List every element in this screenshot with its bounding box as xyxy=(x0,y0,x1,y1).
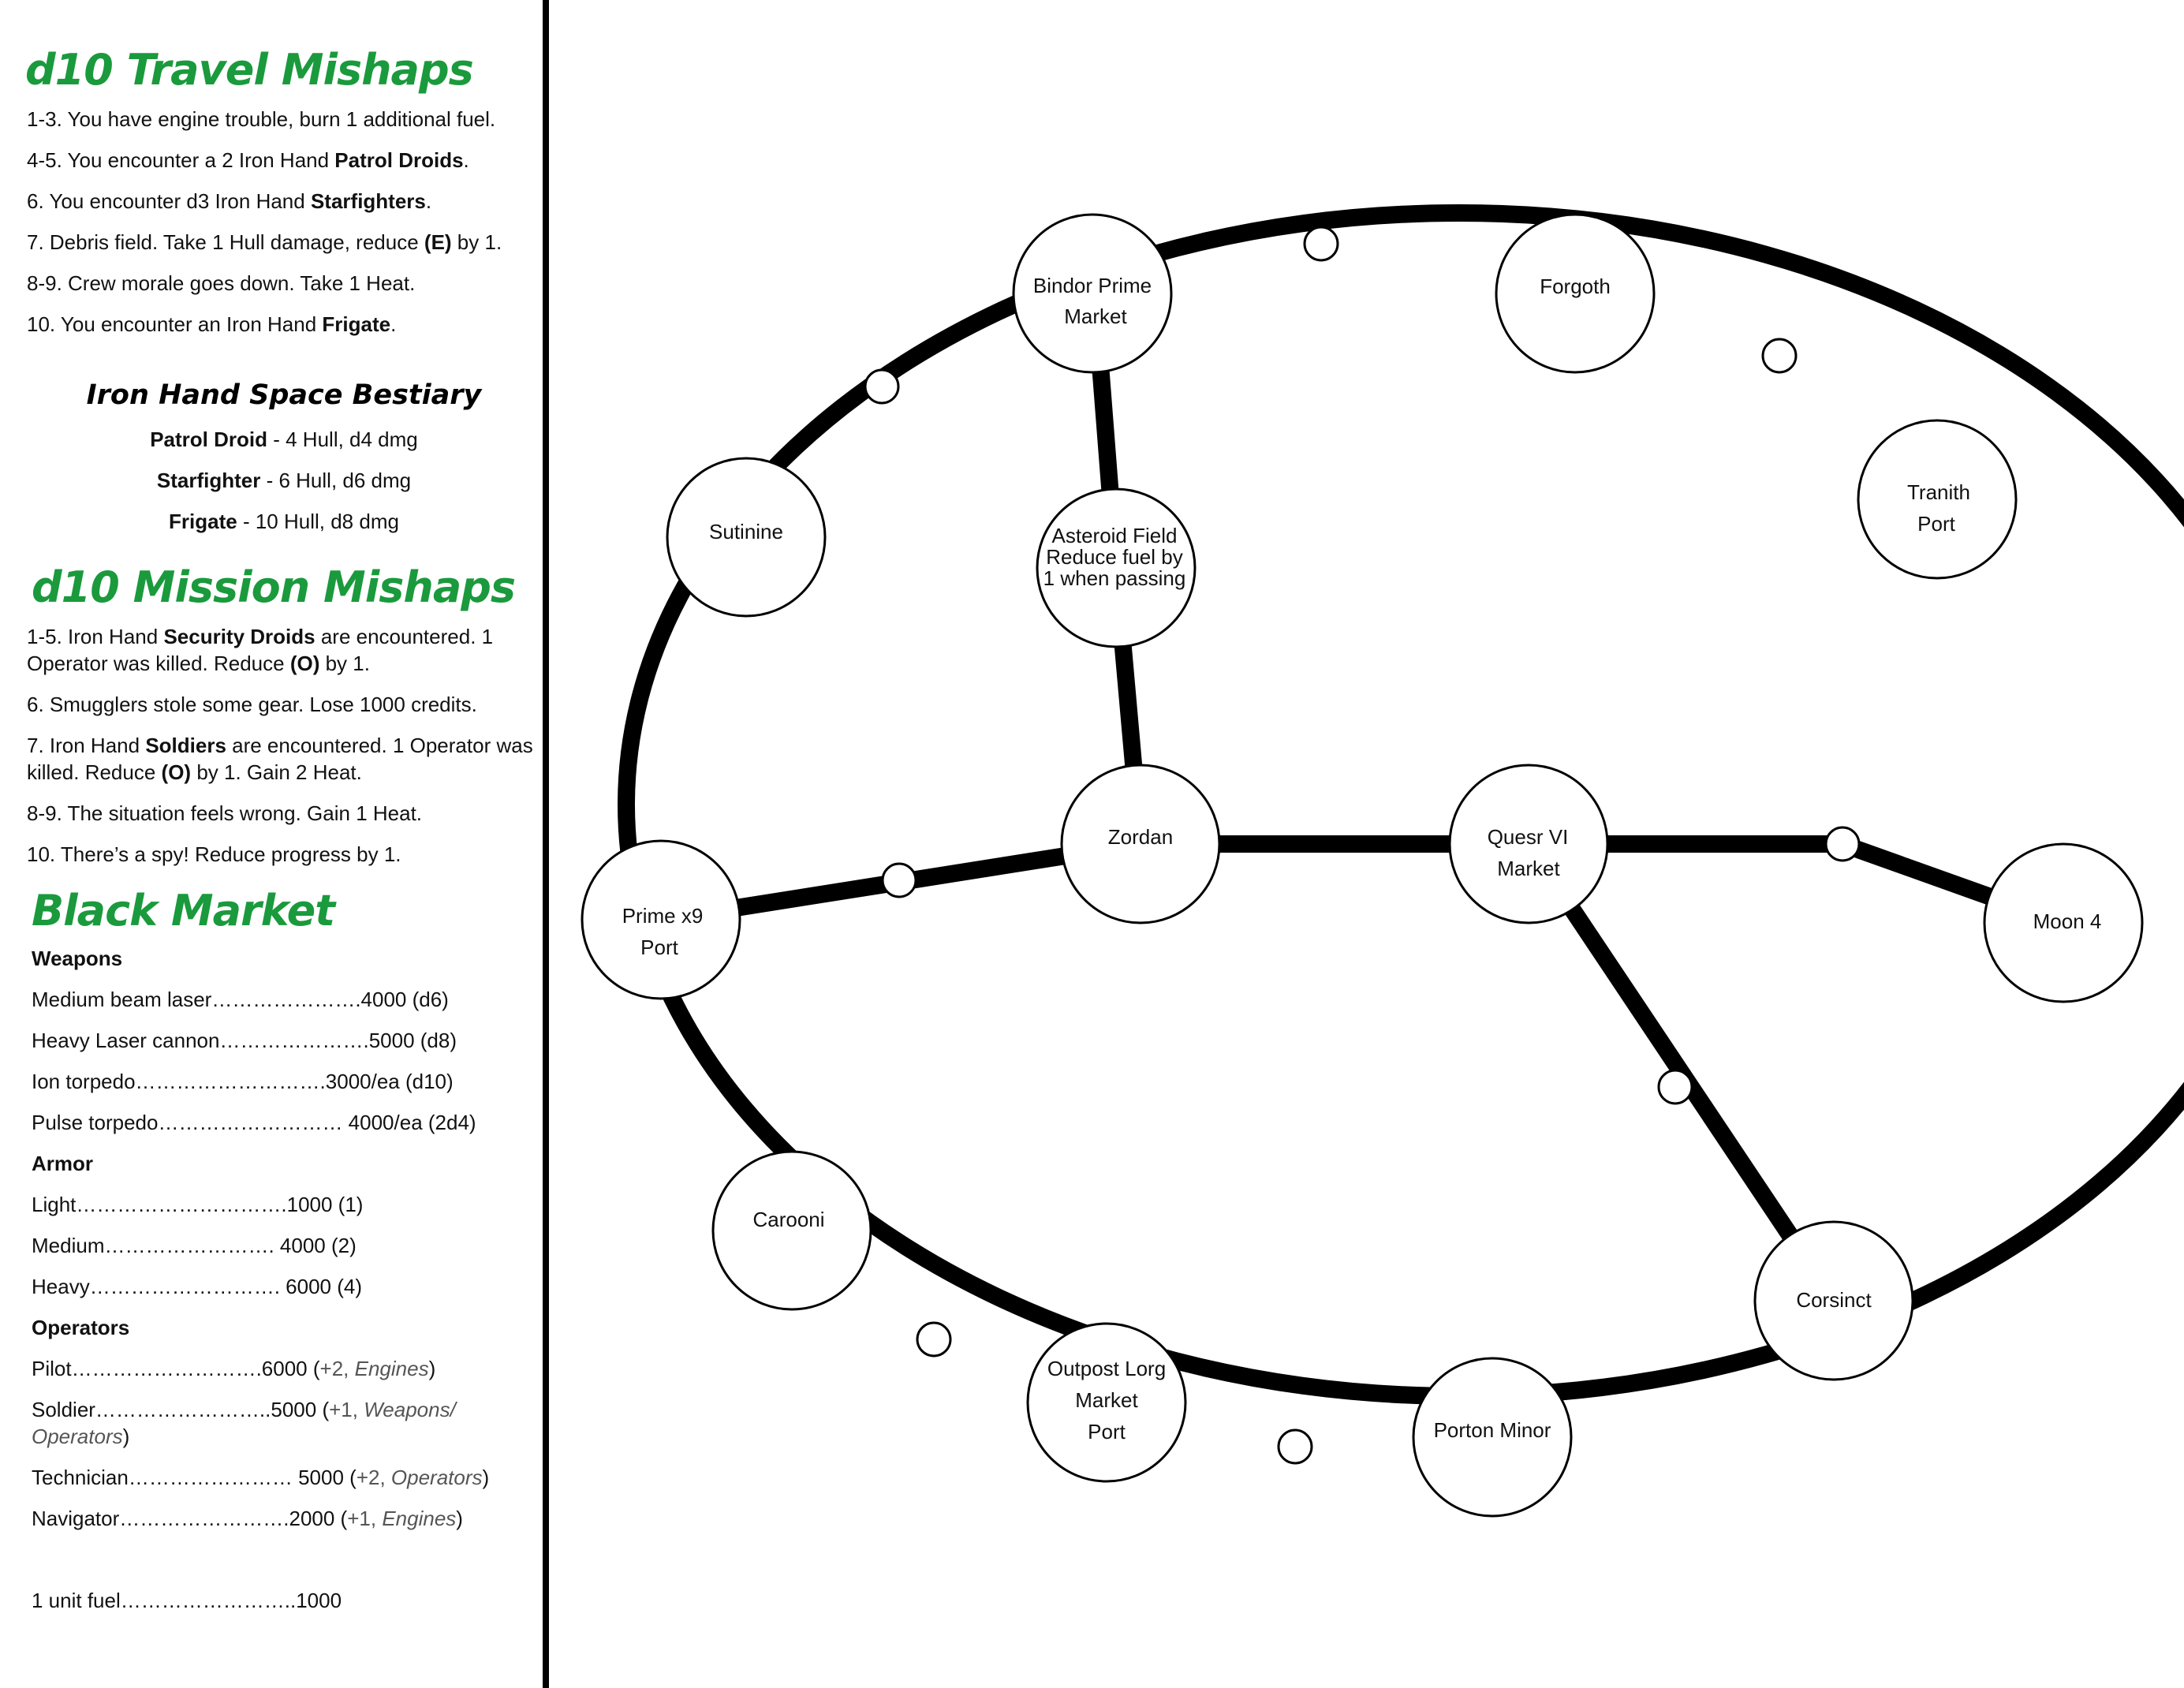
node-sutinine[interactable]: Sutinine xyxy=(666,457,827,618)
mission-mishap-item: 6. Smugglers stole some gear. Lose 1000 … xyxy=(27,693,477,716)
weapon-price-item: Pulse torpedo……………………… 4000/ea (2d4) xyxy=(32,1111,476,1134)
waypoint-marker xyxy=(1657,1069,1693,1105)
fuel-price-item: 1 unit fuel……………………..1000 xyxy=(32,1589,342,1612)
svg-text:Moon 4: Moon 4 xyxy=(2033,909,2102,933)
waypoints xyxy=(864,226,1861,1465)
armor-label: Armor xyxy=(32,1152,94,1175)
weapon-price-item: Heavy Laser cannon………………….5000 (d8) xyxy=(32,1029,457,1052)
waypoint-marker xyxy=(1277,1428,1313,1465)
node-forgoth[interactable]: Forgoth xyxy=(1495,213,1656,374)
operators-label: Operators xyxy=(32,1316,130,1339)
node-corsinct[interactable]: Corsinct xyxy=(1753,1220,1914,1381)
bestiary-entry: Frigate - 10 Hull, d8 dmg xyxy=(169,510,399,533)
waypoint-marker xyxy=(916,1321,952,1357)
black-market-heading: Black Market xyxy=(32,886,335,935)
mission-mishap-item: 1-5. Iron Hand Security Droids are encou… xyxy=(27,625,494,675)
node-zordan[interactable]: Zordan xyxy=(1060,764,1221,924)
rules-sidebar: d10 Travel Mishaps 1-3. You have engine … xyxy=(0,0,549,1688)
weapon-price-item: Medium beam laser………………….4000 (d6) xyxy=(32,988,449,1011)
svg-text:Forgoth: Forgoth xyxy=(1540,274,1611,298)
node-moon-4[interactable]: Moon 4 xyxy=(1983,842,2144,1003)
operator-price-item: Soldier……………………..5000 (+1, Weapons/ Oper… xyxy=(32,1398,456,1448)
node-porton-minor[interactable]: Porton Minor xyxy=(1412,1357,1573,1518)
travel-mishap-item: 10. You encounter an Iron Hand Frigate. xyxy=(27,312,397,336)
waypoint-marker xyxy=(1761,338,1798,374)
travel-mishap-item: 7. Debris field. Take 1 Hull damage, red… xyxy=(27,230,502,254)
armor-price-item: Heavy………………………. 6000 (4) xyxy=(32,1275,362,1298)
bestiary-heading: Iron Hand Space Bestiary xyxy=(86,379,482,411)
weapon-price-item: Ion torpedo……………………….3000/ea (d10) xyxy=(32,1070,454,1093)
armor-price-item: Light………………………….1000 (1) xyxy=(32,1193,364,1216)
node-carooni[interactable]: Carooni xyxy=(711,1150,872,1311)
operator-price-item: Navigator…………………….2000 (+1, Engines) xyxy=(32,1507,463,1530)
waypoint-marker xyxy=(1303,226,1339,262)
mission-mishaps-heading: d10 Mission Mishaps xyxy=(32,562,516,612)
mission-mishap-item: 7. Iron Hand Soldiers are encountered. 1… xyxy=(27,734,533,784)
travel-mishap-item: 4-5. You encounter a 2 Iron Hand Patrol … xyxy=(27,148,469,172)
travel-mishap-item: 8-9. Crew morale goes down. Take 1 Heat. xyxy=(27,271,416,295)
operator-price-item: Technician…………………… 5000 (+2, Operators) xyxy=(32,1466,490,1489)
armor-price-item: Medium……………………. 4000 (2) xyxy=(32,1234,357,1257)
svg-text:Zordan: Zordan xyxy=(1108,825,1173,849)
mission-mishap-item: 8-9. The situation feels wrong. Gain 1 H… xyxy=(27,801,423,825)
svg-text:Corsinct: Corsinct xyxy=(1796,1288,1872,1312)
travel-mishaps-heading: d10 Travel Mishaps xyxy=(25,45,474,95)
svg-text:Sutinine: Sutinine xyxy=(709,520,783,543)
operator-price-item: Pilot……………………….6000 (+2, Engines) xyxy=(32,1357,436,1380)
bestiary-entry: Patrol Droid - 4 Hull, d4 dmg xyxy=(150,428,418,451)
svg-text:Porton Minor: Porton Minor xyxy=(1434,1418,1551,1442)
travel-mishap-item: 1-3. You have engine trouble, burn 1 add… xyxy=(27,107,496,131)
waypoint-marker xyxy=(864,368,900,405)
waypoint-marker xyxy=(881,862,917,898)
svg-text:Carooni: Carooni xyxy=(752,1208,824,1231)
inner-routes xyxy=(659,293,2066,1306)
waypoint-marker xyxy=(1824,826,1861,862)
travel-mishap-item: 6. You encounter d3 Iron Hand Starfighte… xyxy=(27,189,432,213)
weapons-label: Weapons xyxy=(32,947,123,970)
bestiary-entry: Starfighter - 6 Hull, d6 dmg xyxy=(156,469,412,492)
mission-mishap-item: 10. There’s a spy! Reduce progress by 1. xyxy=(27,842,401,866)
